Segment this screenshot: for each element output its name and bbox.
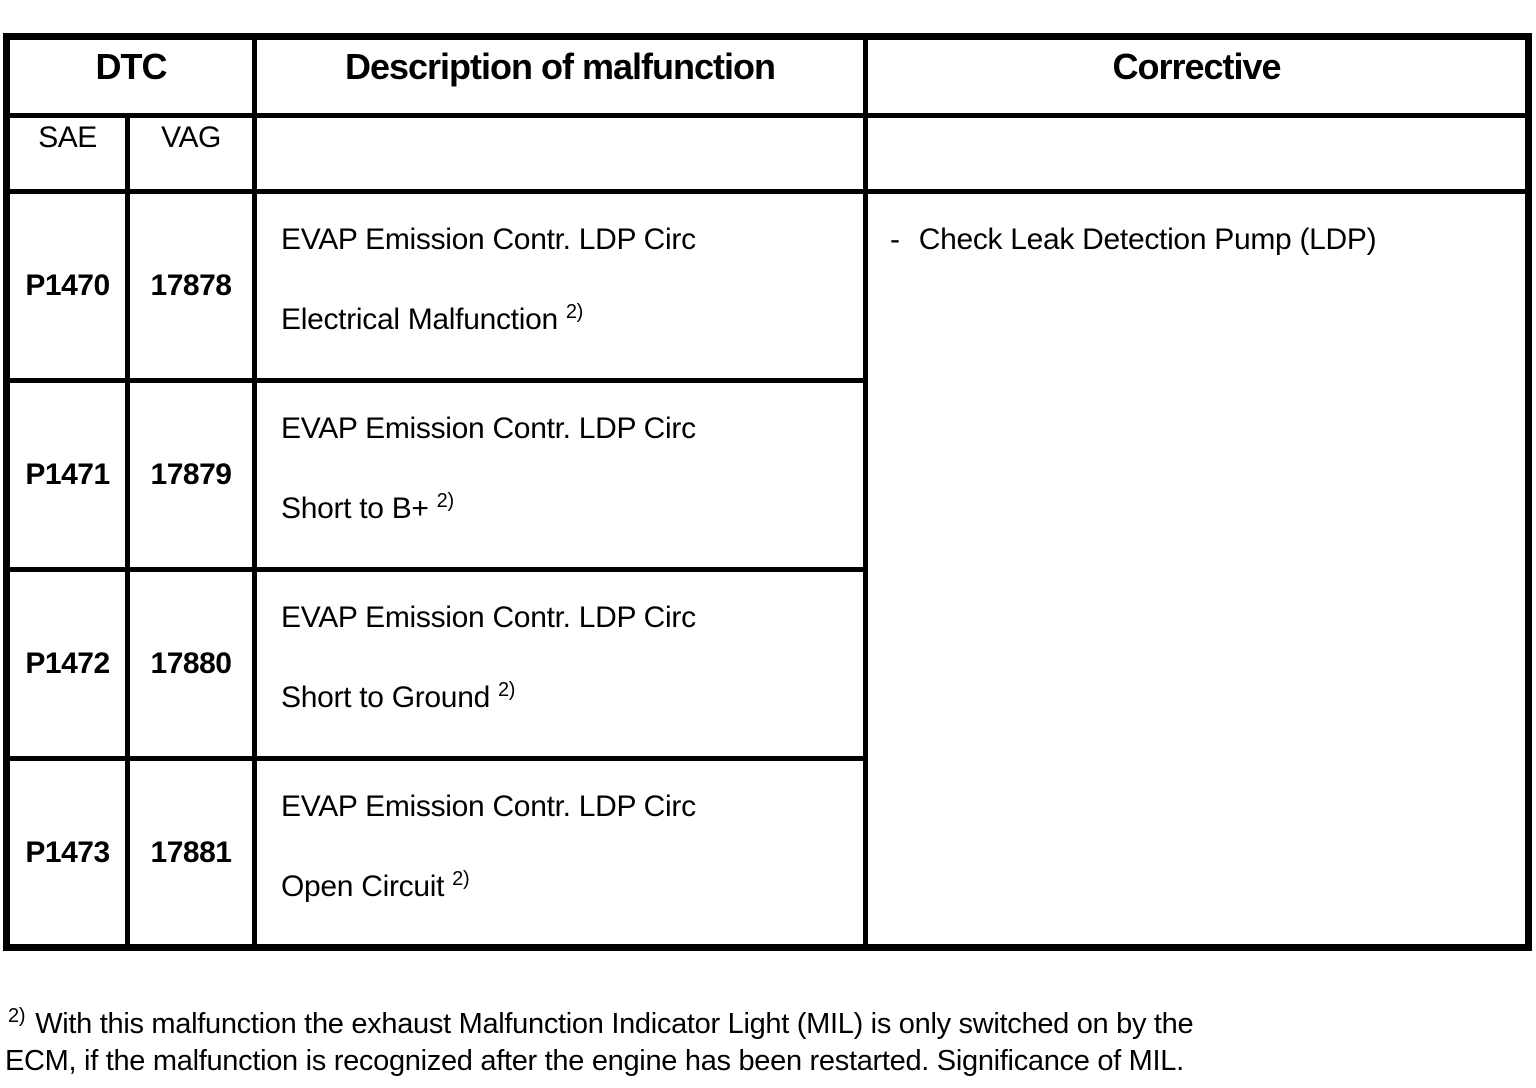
vag-code-cell: 17881	[125, 756, 257, 950]
footnote-line2: ECM, if the malfunction is recognized af…	[5, 1045, 1184, 1077]
footnote-line1: 2) With this malfunction the exhaust Malf…	[8, 1006, 1338, 1043]
sae-code-cell: P1470	[4, 189, 130, 383]
footnote-line1-text: With this malfunction the exhaust Malfun…	[35, 1008, 1194, 1040]
description-line2: Short to Ground 2)	[281, 680, 851, 716]
table-row: P1471 17879 EVAP Emission Contr. LDP Cir…	[4, 378, 1529, 572]
description-cell: EVAP Emission Contr. LDP Circ Short to B…	[252, 378, 868, 572]
description-line2-text: Open Circuit	[281, 870, 445, 903]
description-cell: EVAP Emission Contr. LDP Circ Open Circu…	[252, 756, 868, 950]
description-line2: Open Circuit 2)	[281, 869, 851, 905]
corrective-dash: -	[890, 223, 900, 256]
table-row: P1472 17880 EVAP Emission Contr. LDP Cir…	[4, 567, 1529, 761]
corrective-line: - Check Leak Detection Pump (LDP)	[890, 222, 1513, 258]
footnote-ref-superscript: 2)	[565, 301, 584, 323]
sae-code-cell: P1471	[4, 378, 130, 572]
description-cell: EVAP Emission Contr. LDP Circ Short to G…	[252, 567, 868, 761]
footnote-ref-superscript: 2)	[452, 868, 470, 890]
subheader-empty-corrective	[863, 113, 1531, 194]
header-row: DTC Description of malfunction Correctiv…	[4, 34, 1531, 118]
corrective-text: Check Leak Detection Pump (LDP)	[918, 223, 1377, 256]
corrective-cell: - Check Leak Detection Pump (LDP)	[863, 189, 1531, 950]
vag-code-cell: 17878	[125, 189, 257, 383]
description-line1: EVAP Emission Contr. LDP Circ	[281, 223, 696, 256]
footnote-ref-superscript: 2)	[497, 679, 516, 701]
footnote: 2) With this malfunction the exhaust Malf…	[5, 1006, 1338, 1080]
dtc-table: DTC Description of malfunction Correctiv…	[3, 33, 1532, 951]
vag-code-cell: 17880	[125, 567, 257, 761]
description-line2-text: Short to Ground	[281, 681, 490, 714]
description-line2-text: Short to B+	[281, 492, 429, 525]
subheader-vag: VAG	[125, 113, 257, 194]
description-cell: EVAP Emission Contr. LDP Circ Electrical…	[252, 189, 868, 383]
table-row: P1470 17878 EVAP Emission Contr. LDP Cir…	[4, 189, 1531, 950]
footnote-ref-superscript: 2)	[436, 490, 454, 512]
description-line1: EVAP Emission Contr. LDP Circ	[281, 790, 696, 823]
sae-code-cell: P1473	[4, 756, 130, 950]
header-dtc: DTC	[4, 34, 257, 118]
description-line2: Short to B+ 2)	[281, 491, 851, 527]
description-line1: EVAP Emission Contr. LDP Circ	[281, 601, 696, 634]
subheader-empty-description	[252, 113, 868, 194]
header-description: Description of malfunction	[252, 34, 868, 118]
footnote-ref: 2)	[8, 1005, 26, 1028]
vag-code-cell: 17879	[125, 378, 257, 572]
table-row: P1473 17881 EVAP Emission Contr. LDP Cir…	[4, 756, 1529, 950]
header-corrective: Corrective	[863, 34, 1531, 118]
sae-code-cell: P1472	[4, 567, 130, 761]
description-line1: EVAP Emission Contr. LDP Circ	[281, 412, 696, 445]
subheader-sae: SAE	[4, 113, 130, 194]
description-line2-text: Electrical Malfunction	[281, 303, 558, 336]
subheader-row: SAE VAG	[4, 113, 1531, 194]
description-line2: Electrical Malfunction 2)	[281, 302, 851, 338]
